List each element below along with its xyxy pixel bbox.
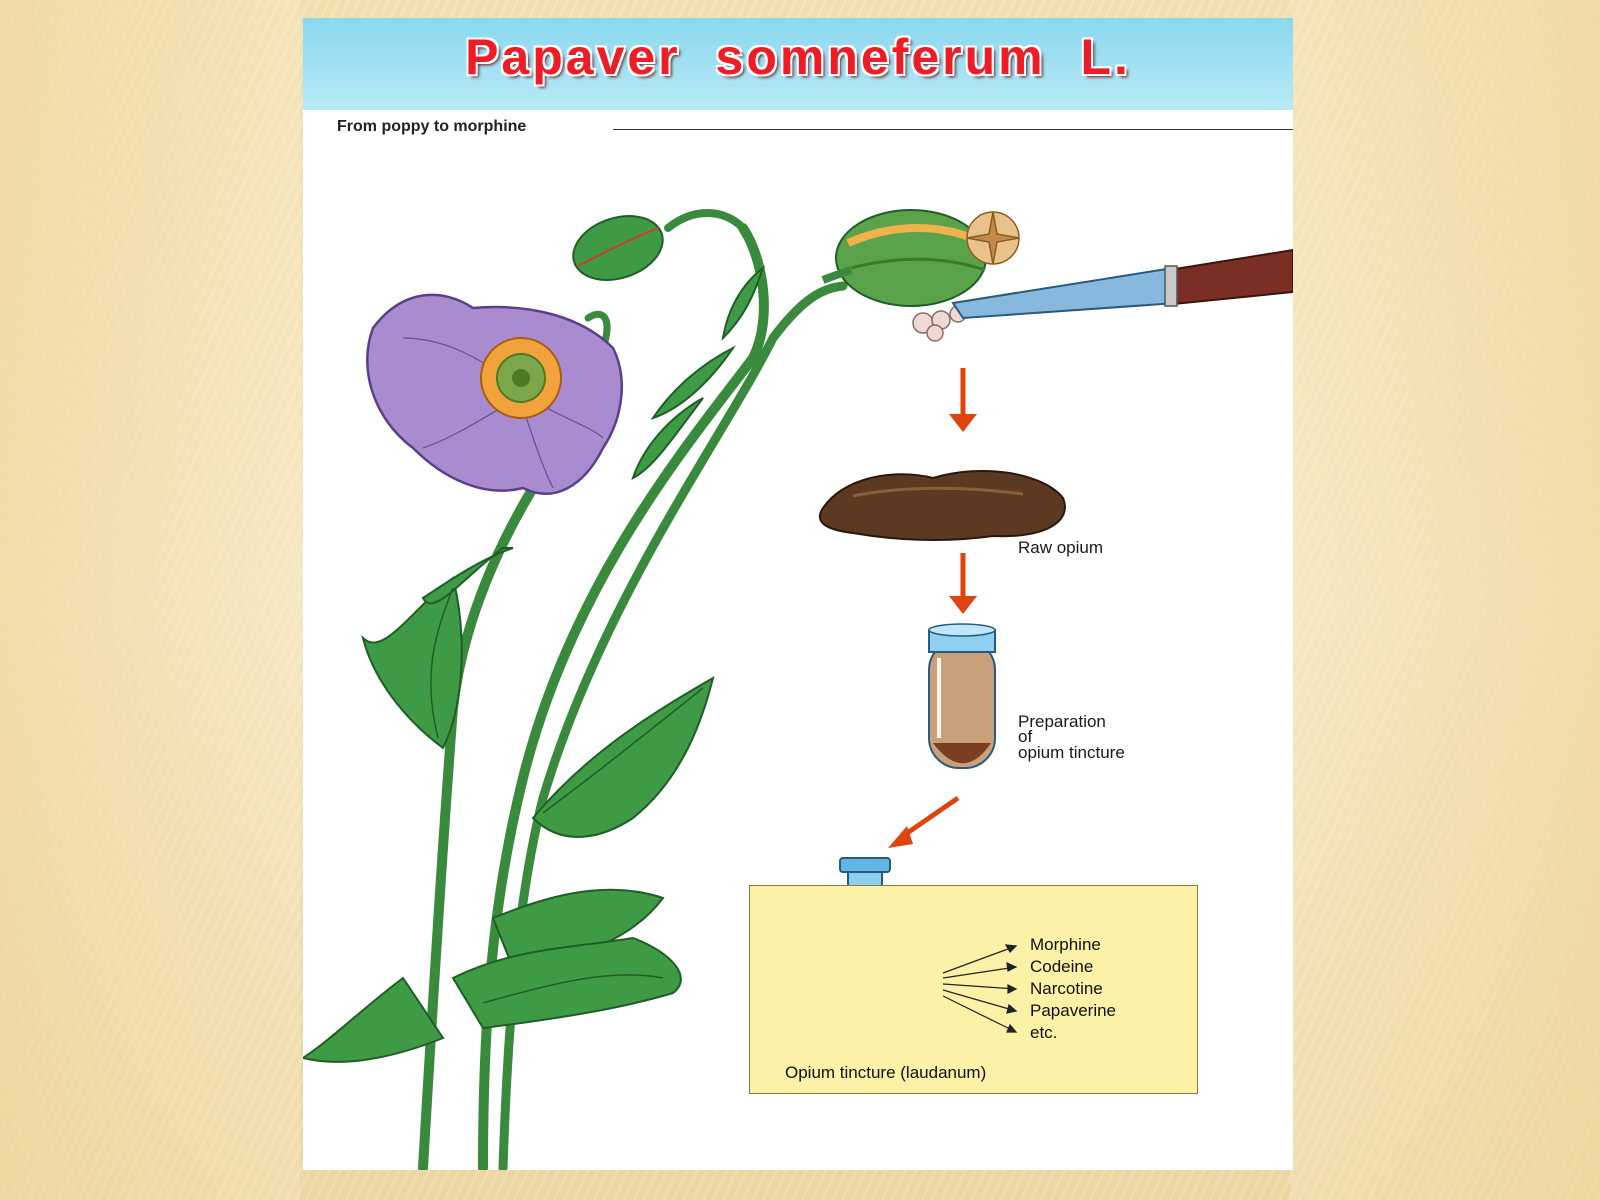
raw-opium-label: Raw opium <box>1018 538 1104 557</box>
title-banner <box>303 18 1293 110</box>
poppy-flower <box>366 293 623 495</box>
preparation-label-line2: of <box>1018 727 1033 746</box>
raw-opium-lump <box>818 469 1066 541</box>
subtitle: From poppy to morphine <box>337 118 535 136</box>
process-arrows <box>888 368 977 848</box>
arrow-1 <box>949 368 977 432</box>
knife <box>951 248 1293 320</box>
arrow-3 <box>888 795 960 848</box>
slide: Papaver somneferum L. From poppy to morp… <box>303 18 1293 1170</box>
slide-title: Papaver somneferum L. <box>465 29 1131 85</box>
tincture-caption: Opium tincture (laudanum) <box>785 1063 987 1082</box>
alkaloid-item: Morphine <box>1030 935 1101 954</box>
alkaloid-item: Papaverine <box>1030 1001 1117 1020</box>
leaf-veins <box>430 587 704 1004</box>
poppy-leaves <box>303 265 765 1063</box>
alkaloid-item: Narcotine <box>1030 979 1103 998</box>
preparation-label-line1: Preparation <box>1018 712 1106 731</box>
subtitle-rule <box>613 129 1293 130</box>
arrow-2 <box>949 553 977 614</box>
test-tube <box>928 623 996 769</box>
background-right <box>1290 0 1600 1200</box>
capsule-crown <box>966 211 1020 265</box>
preparation-label-line3: opium tincture <box>1018 743 1125 762</box>
background-left <box>0 0 300 1200</box>
alkaloid-item: etc. <box>1030 1023 1058 1042</box>
seed-capsule <box>821 209 1020 342</box>
alkaloid-list: Morphine Codeine Narcotine Papaverine et… <box>1030 934 1116 1044</box>
alkaloid-item: Codeine <box>1030 957 1094 976</box>
poppy-illustration <box>303 209 1293 1170</box>
poppy-bud <box>572 215 664 281</box>
